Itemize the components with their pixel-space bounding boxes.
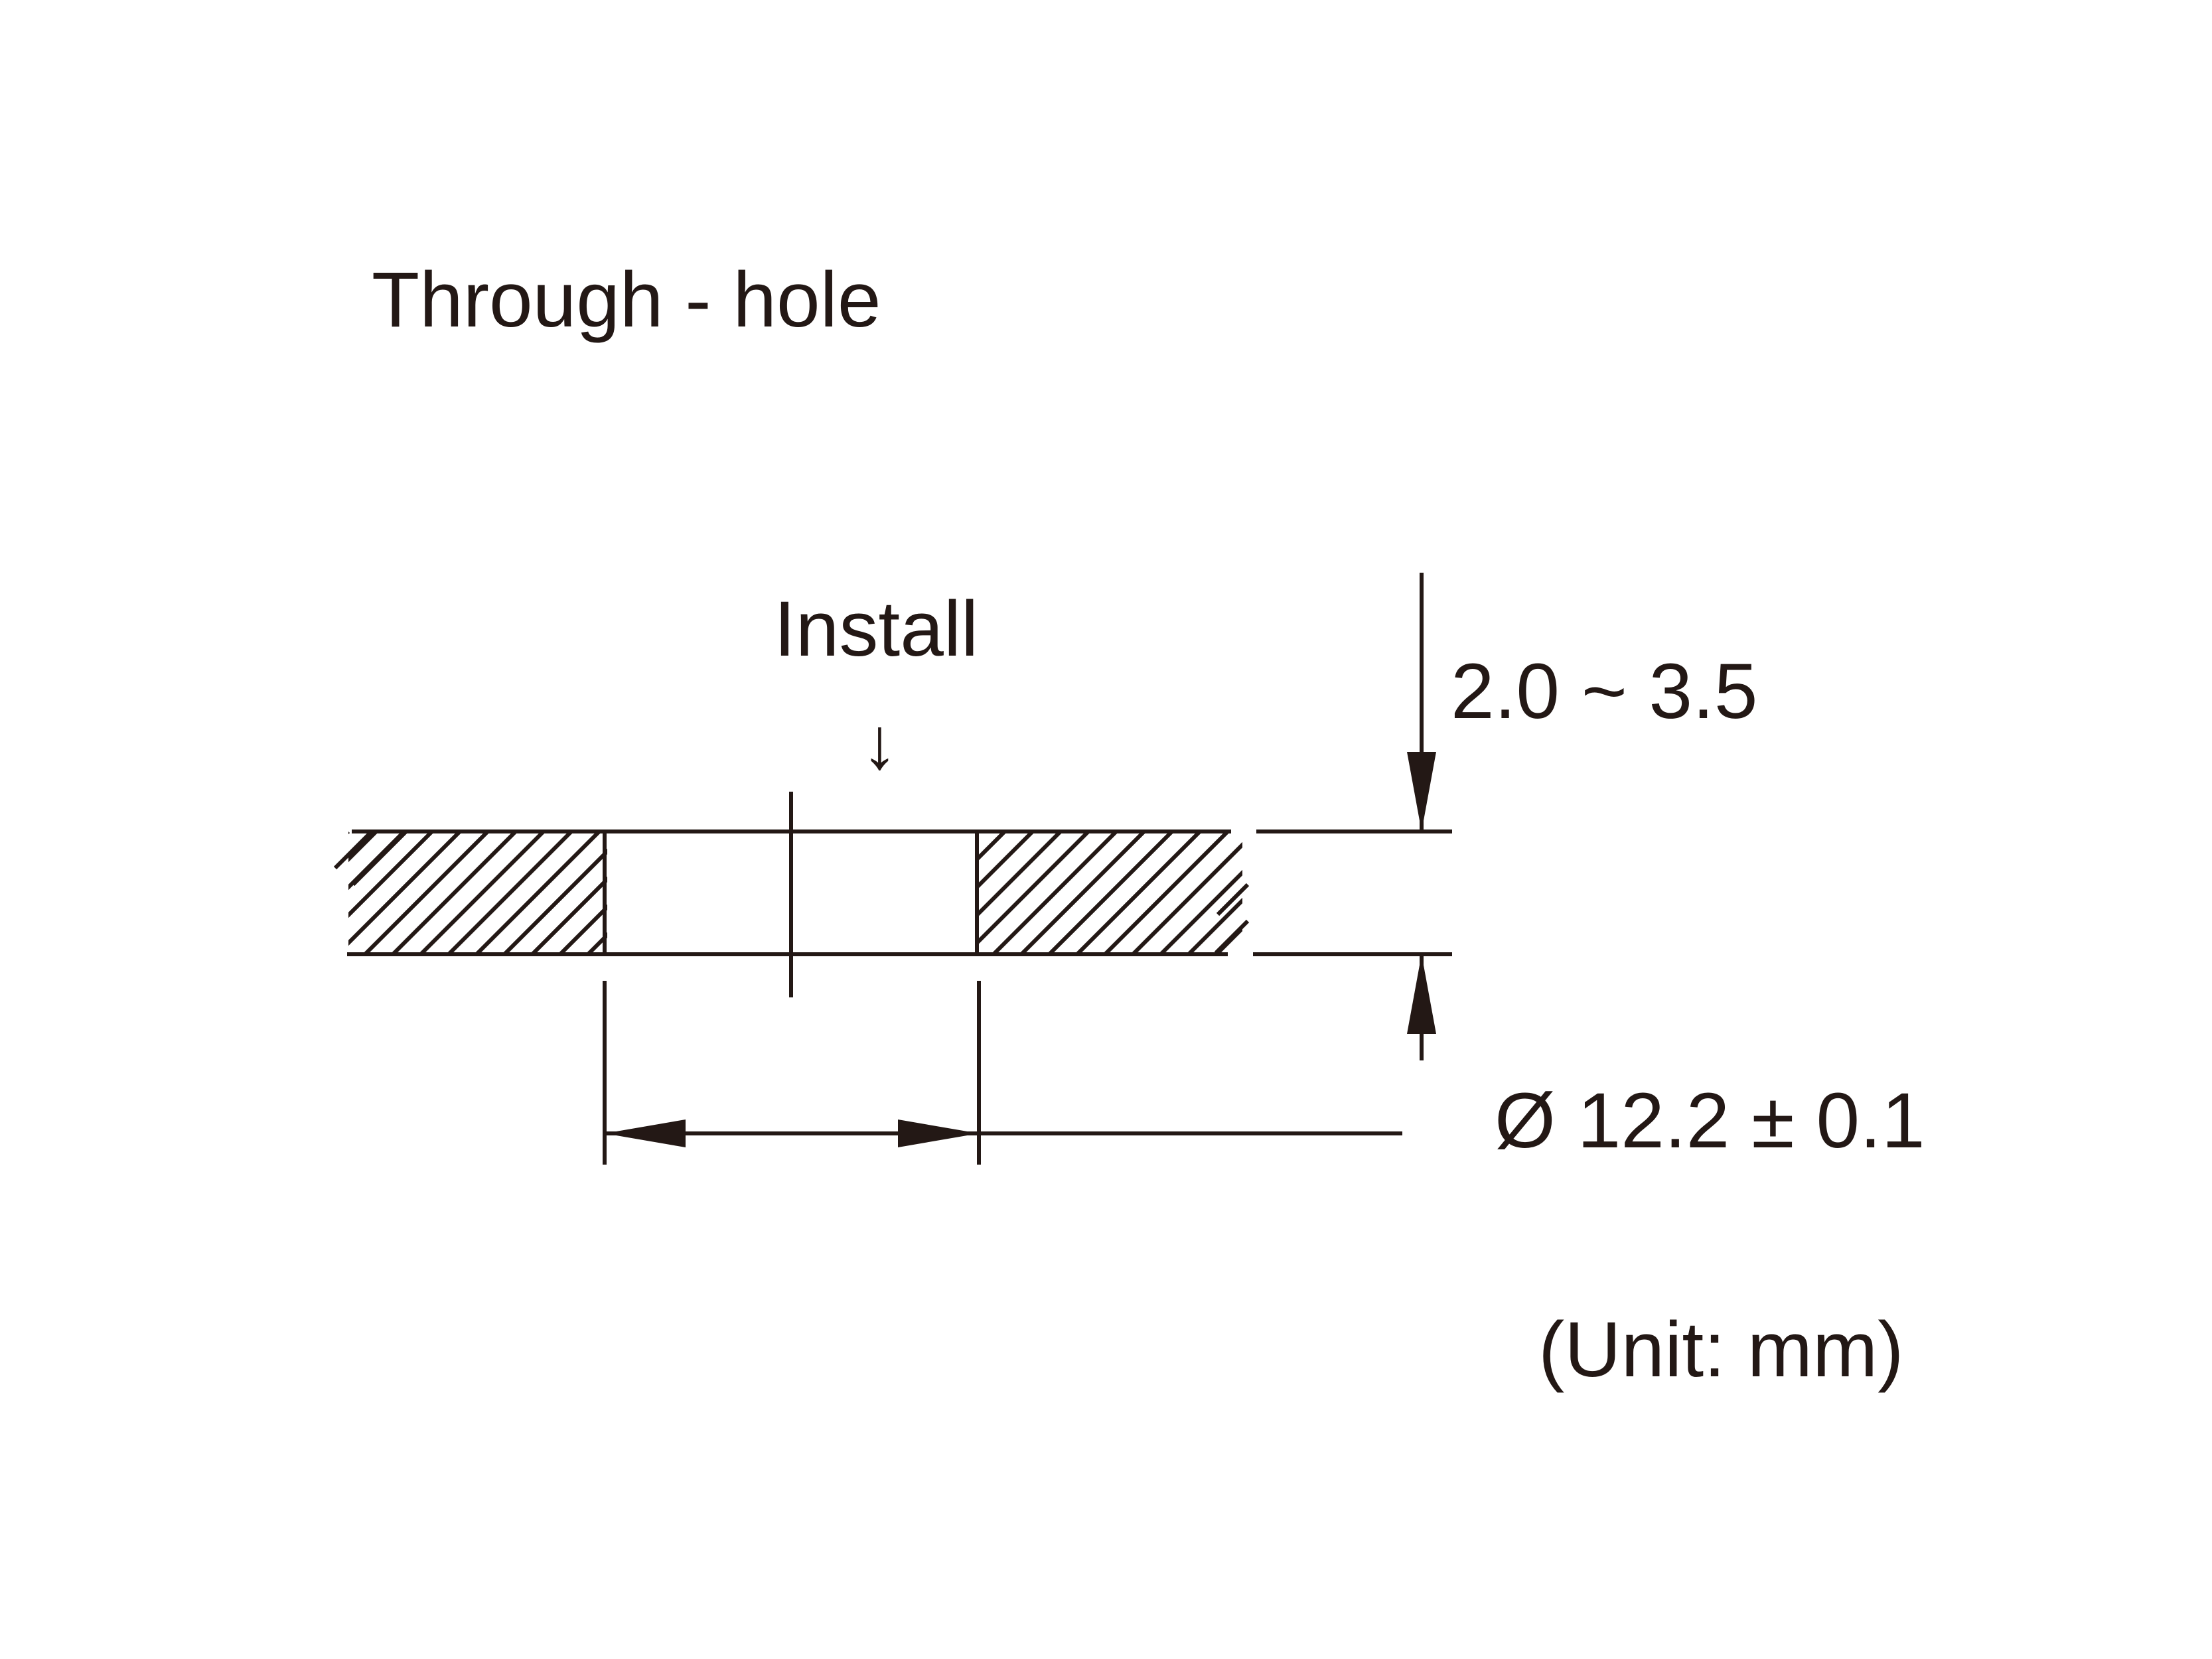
hatch-left-line — [727, 831, 850, 954]
hatch-left-line — [447, 831, 573, 954]
hatch-right-line — [977, 831, 1090, 946]
break-mark-right-1 — [1216, 883, 1250, 916]
hatch-right-line — [1159, 869, 1242, 954]
hatch-right-line — [1131, 841, 1242, 954]
break-mark-left-2 — [351, 830, 408, 887]
hatch-right-line — [977, 831, 1063, 918]
hatch-left-line — [502, 848, 607, 954]
hatch-left-line — [700, 831, 822, 954]
hatch-right-line — [992, 831, 1118, 954]
hatch-left-line — [348, 831, 350, 835]
hatch-right-line — [977, 831, 1007, 863]
diameter-dimension-label: Ø 12.2 ± 0.1 — [1495, 1077, 1925, 1165]
install-label: Install — [774, 585, 979, 673]
hatch-left-line — [419, 831, 546, 954]
panel-hatch-left — [348, 831, 850, 954]
hatch-right-line — [1019, 831, 1146, 954]
hatch-right-line — [1328, 831, 1451, 954]
hatch-right-line — [1272, 831, 1395, 954]
hatch-left-line — [363, 831, 490, 954]
thickness-dimension-label: 2.0 ~ 3.5 — [1451, 648, 1758, 735]
thickness-arrowhead-bottom — [1407, 954, 1436, 1034]
unit-note: (Unit: mm) — [1538, 1306, 1904, 1394]
hatch-right-line — [1047, 831, 1174, 954]
hatch-left-line — [348, 831, 434, 918]
hatch-right-line — [1187, 897, 1242, 954]
hatch-left-line — [348, 831, 378, 863]
hatch-left-line — [530, 876, 607, 954]
hatch-left-line — [558, 904, 607, 954]
install-down-arrow-icon: ↓ — [861, 703, 898, 784]
hatch-right-line — [1103, 831, 1230, 954]
hatch-left-line — [644, 831, 767, 954]
panel-hatch-right — [977, 831, 1479, 954]
hatch-left-line — [348, 831, 462, 946]
break-mark-left-1 — [333, 830, 374, 870]
hatch-right-line — [1075, 831, 1202, 954]
break-mark-right-2 — [1214, 919, 1250, 955]
diameter-arrowhead-right — [898, 1119, 979, 1147]
thickness-arrowhead-top — [1407, 752, 1436, 831]
diameter-arrowhead-left — [605, 1119, 686, 1147]
hatch-left-line — [672, 831, 794, 954]
hatch-right-line — [1300, 831, 1423, 954]
hatch-right-line — [1356, 831, 1479, 954]
hatch-left-line — [616, 831, 739, 954]
hatch-left-line — [475, 831, 601, 954]
page-title: Through - hole — [372, 256, 881, 344]
hatch-right-line — [977, 831, 1035, 891]
hatch-left-line — [391, 831, 518, 954]
hatch-right-line — [977, 831, 979, 835]
hatch-right-line — [1244, 831, 1367, 954]
